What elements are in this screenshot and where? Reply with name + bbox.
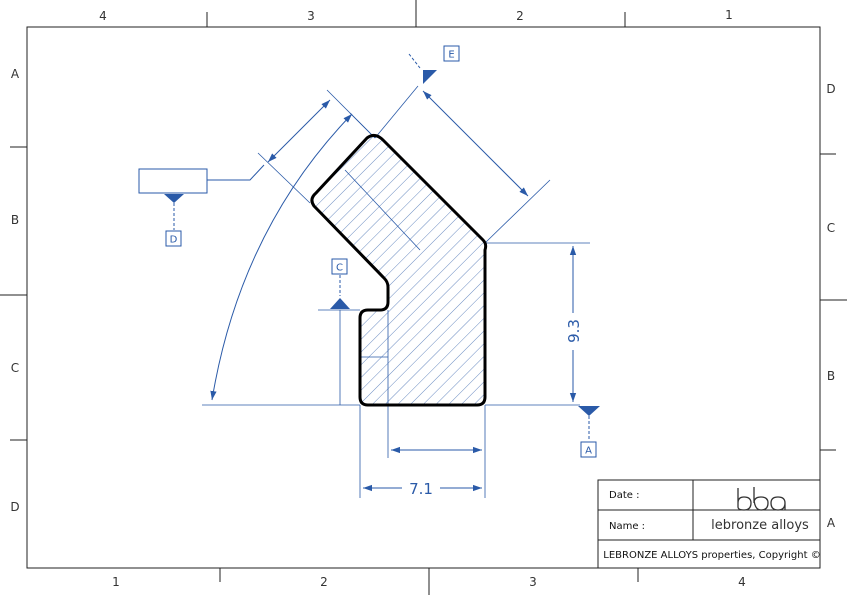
left-label-4: D: [10, 500, 19, 514]
profile-outline: [310, 133, 488, 407]
company-name: lebronze alloys: [711, 518, 809, 533]
datum-c-label: C: [336, 263, 343, 274]
angle-dimension-arc: [210, 113, 353, 401]
datum-d-label: D: [170, 235, 178, 246]
bottom-label-1: 1: [112, 575, 120, 589]
top-label-1: 4: [99, 9, 107, 23]
right-label-4: A: [827, 516, 836, 530]
bottom-label-2: 2: [320, 575, 328, 589]
datum-a: A: [578, 406, 600, 458]
copyright-text: LEBRONZE ALLOYS properties, Copyright ©: [603, 550, 820, 561]
right-label-1: D: [826, 82, 835, 96]
bottom-label-3: 3: [529, 575, 537, 589]
datum-e-label: E: [448, 50, 454, 61]
profile-hatching: [311, 135, 486, 405]
datum-a-label: A: [585, 446, 592, 457]
height-dimension-value: 9.3: [565, 319, 583, 343]
date-label: Date :: [609, 490, 639, 501]
datum-d: D: [138, 168, 208, 247]
bottom-label-4: 4: [738, 575, 746, 589]
left-edge-dimension-line: [267, 99, 331, 163]
right-label-2: C: [827, 221, 835, 235]
top-label-4: 1: [725, 8, 733, 22]
title-block: Date : Name : lebronze alloys LEBRONZE A…: [597, 479, 821, 569]
top-edge-dimension-line: [422, 90, 529, 197]
datum-d-leader: [207, 164, 265, 181]
right-label-3: B: [827, 369, 835, 383]
left-label-3: C: [11, 361, 19, 375]
top-label-3: 2: [516, 9, 524, 23]
left-label-1: A: [11, 67, 20, 81]
datum-e: E: [408, 45, 460, 84]
drawing-frame: [26, 26, 821, 569]
width-dimension-value: 7.1: [409, 480, 433, 498]
left-label-2: B: [11, 213, 19, 227]
top-label-2: 3: [307, 9, 315, 23]
datum-c: C: [330, 258, 350, 309]
name-label: Name :: [609, 521, 645, 532]
company-logo: [737, 487, 786, 511]
